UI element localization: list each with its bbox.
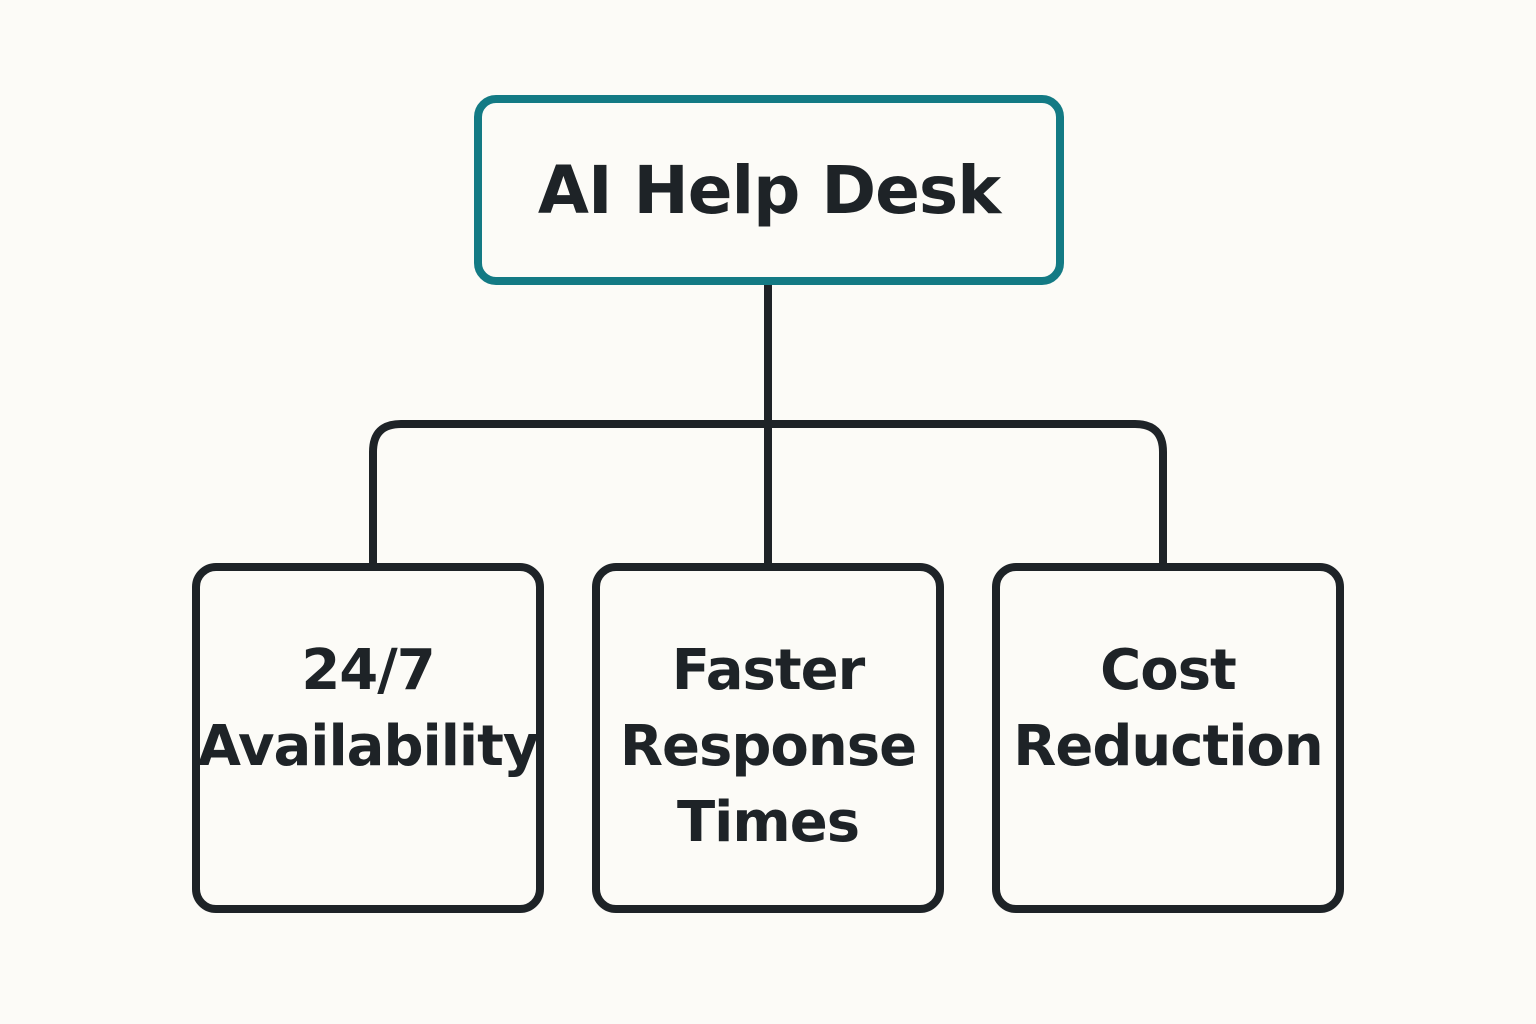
child-node-label-line: Cost (1100, 638, 1237, 703)
child-node-label-line: 24/7 (301, 638, 435, 703)
child-node-cost-reduction: Cost Reduction (992, 563, 1344, 913)
child-node-label-line: Faster (671, 638, 865, 703)
child-node-label-line: Reduction (1013, 714, 1324, 779)
child-node-faster-response-times: Faster Response Times (592, 563, 944, 913)
root-node-label: AI Help Desk (537, 151, 1001, 229)
root-node-ai-help-desk: AI Help Desk (474, 95, 1064, 285)
child-node-label-line: Response (619, 714, 917, 779)
child-node-availability: 24/7 Availability (192, 563, 544, 913)
child-node-label-line: Availability (197, 714, 540, 779)
child-node-label-line: Times (676, 790, 860, 855)
